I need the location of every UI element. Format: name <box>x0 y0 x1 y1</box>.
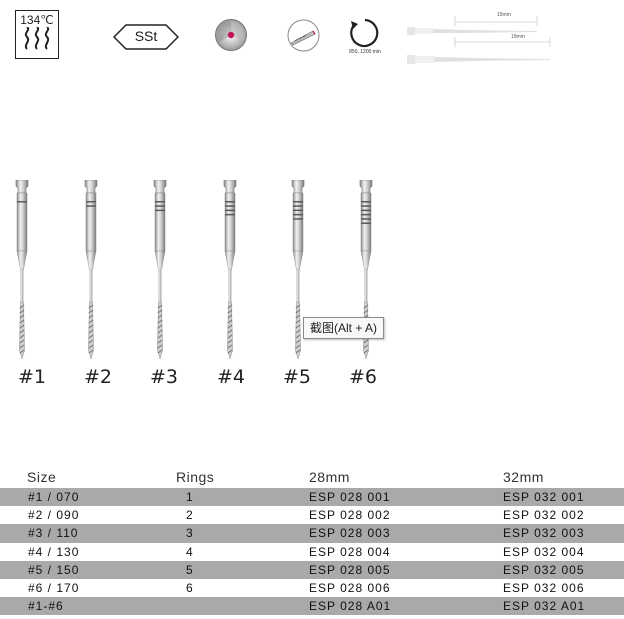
screenshot-tooltip: 截图(Alt + A) <box>303 317 385 339</box>
sterilization-temperature-icon: 134℃ <box>15 10 59 59</box>
header-28mm: 28mm <box>309 469 350 485</box>
table-row: #2 / 090 2 ESP 028 002 ESP 032 002 <box>0 506 624 524</box>
table-body: #1 / 070 1 ESP 028 001 ESP 032 001 #2 / 090 2… <box>0 488 624 616</box>
table-row: #6 / 170 6 ESP 028 006 ESP 032 006 <box>0 579 624 597</box>
cell-size: #2 / 090 <box>28 508 80 523</box>
header-size: Size <box>27 469 57 485</box>
table-row: #4 / 130 4 ESP 028 004 ESP 032 004 <box>0 543 624 561</box>
endodontic-files-illustration <box>15 180 373 360</box>
cell-32mm: ESP 032 001 <box>503 490 585 504</box>
working-length-diagram: 15mm 19mm <box>405 10 555 68</box>
cell-size: #6 / 170 <box>28 580 80 595</box>
cell-28mm: ESP 028 003 <box>309 526 391 541</box>
endodontic-file-5 <box>291 180 305 360</box>
ring-mark <box>361 222 371 224</box>
header-32mm: 32mm <box>503 469 544 485</box>
endodontic-file-2 <box>84 180 98 360</box>
cell-28mm: ESP 028 006 <box>309 580 391 595</box>
material-label: SSt <box>134 28 158 44</box>
ring-mark <box>225 201 235 203</box>
cell-32mm: ESP 032 005 <box>503 562 585 577</box>
length-long-label: 19mm <box>511 34 525 40</box>
cell-32mm: ESP 032 004 <box>503 544 585 559</box>
file-label-1: #1 <box>18 366 47 388</box>
endodontic-file-3 <box>153 180 167 360</box>
ring-mark <box>86 201 96 203</box>
ring-mark <box>293 218 303 220</box>
ring-mark <box>155 205 165 207</box>
rotation-caption: 850, 1200 min <box>349 49 381 55</box>
table-row: #3 / 110 3 ESP 028 003 ESP 032 003 <box>0 524 624 543</box>
file-label-4: #4 <box>217 366 246 388</box>
cell-32mm: ESP 032 006 <box>503 580 585 595</box>
cell-size: #1-#6 <box>28 599 64 614</box>
cell-rings: 5 <box>186 562 194 577</box>
ring-mark <box>155 209 165 212</box>
temperature-label: 134℃ <box>20 13 54 27</box>
ring-mark <box>293 205 303 207</box>
ring-mark <box>225 205 235 207</box>
ring-mark <box>155 201 165 203</box>
table-header: Size Rings 28mm 32mm <box>0 468 624 488</box>
cell-28mm: ESP 028 A01 <box>309 599 392 614</box>
ring-mark <box>86 205 96 207</box>
cell-rings: 1 <box>186 490 194 504</box>
ring-mark <box>361 205 371 207</box>
endodontic-file-1 <box>15 180 29 360</box>
cell-size: #3 / 110 <box>28 526 79 541</box>
cell-28mm: ESP 028 002 <box>309 508 391 523</box>
file-label-2: #2 <box>84 366 113 388</box>
table-row: #5 / 150 5 ESP 028 005 ESP 032 005 <box>0 560 624 579</box>
ring-mark <box>361 218 371 220</box>
ring-mark <box>225 209 235 212</box>
ring-mark <box>361 213 371 216</box>
cell-32mm: ESP 032 002 <box>503 508 585 523</box>
file-label-3: #3 <box>150 366 179 388</box>
ring-mark <box>293 209 303 212</box>
file-label-6: #6 <box>349 366 378 388</box>
ring-mark <box>293 213 303 216</box>
cell-rings: 4 <box>186 544 194 559</box>
ring-mark <box>225 213 235 216</box>
file-tip-icon <box>287 19 320 52</box>
ring-mark <box>293 201 303 203</box>
cell-size: #4 / 130 <box>28 544 80 559</box>
cell-28mm: ESP 028 005 <box>309 562 391 577</box>
table-row: #1 / 070 1 ESP 028 001 ESP 032 001 <box>0 488 624 507</box>
ring-mark <box>361 209 371 212</box>
ring-mark <box>361 201 371 203</box>
steam-waves-icon <box>24 26 50 50</box>
header-rings: Rings <box>176 469 215 485</box>
file-label-5: #5 <box>283 366 312 388</box>
cell-rings: 6 <box>186 580 194 595</box>
cell-28mm: ESP 028 001 <box>309 490 391 504</box>
cell-size: #5 / 150 <box>28 562 80 577</box>
cell-rings: 2 <box>186 508 194 523</box>
cell-size: #1 / 070 <box>28 490 80 504</box>
cell-32mm: ESP 032 003 <box>503 526 585 541</box>
cell-32mm: ESP 032 A01 <box>503 599 586 614</box>
cell-28mm: ESP 028 004 <box>309 544 391 559</box>
cross-section-icon <box>214 18 248 52</box>
rotation-speed-icon: 850, 1200 min <box>345 18 385 58</box>
length-short-label: 15mm <box>497 12 511 18</box>
cell-rings: 3 <box>186 526 194 541</box>
ring-mark <box>17 201 27 203</box>
stainless-steel-icon: SSt <box>112 24 180 50</box>
table-row: #1-#6 ESP 028 A01 ESP 032 A01 <box>0 597 624 616</box>
endodontic-file-4 <box>223 180 237 360</box>
